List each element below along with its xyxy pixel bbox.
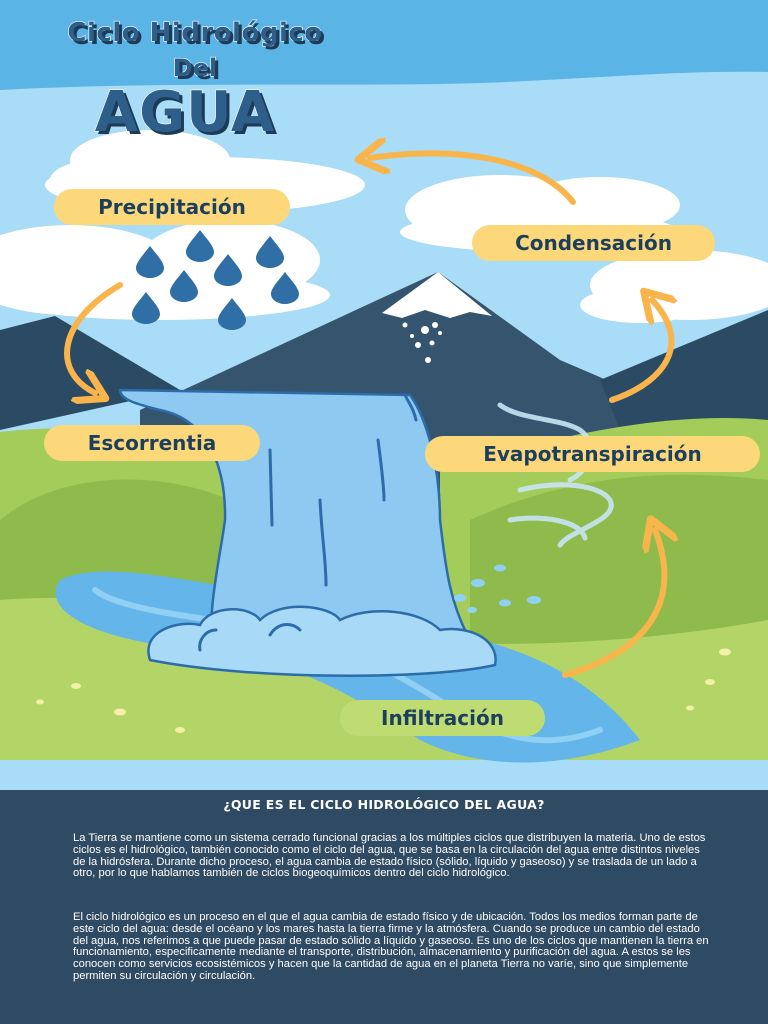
arrow-evapotranspiration-to-condensation: [609, 300, 671, 403]
title-line-2: Del: [172, 53, 218, 82]
cloud-left-lower: [0, 220, 330, 320]
grass-dots: [36, 648, 731, 733]
section-paragraph-2: El ciclo hidrológico es un proceso en el…: [73, 911, 709, 982]
snow-dots: [402, 322, 442, 363]
section-question: ¿QUE ES EL CICLO HIDROLÓGICO DEL AGUA?: [223, 797, 545, 812]
rain-drops: [132, 230, 299, 330]
label-condensation: Condensación: [472, 225, 715, 261]
label-infiltration: Infiltración: [340, 700, 545, 736]
title-line-1: Ciclo Hidrológico: [67, 17, 323, 48]
label-evapotranspiration: Evapotranspiración: [425, 436, 760, 472]
waterfall-splash: [147, 605, 497, 677]
label-runoff: Escorrentia: [44, 425, 260, 461]
arrow-infiltration-to-evapotranspiration: [562, 530, 664, 678]
label-precipitation: Precipitación: [54, 189, 290, 225]
cycle-arrows: [64, 153, 671, 678]
mountain-snowcap: [382, 272, 492, 318]
section-paragraph-1: La Tierra se mantiene como un sistema ce…: [73, 832, 706, 880]
arrow-precipitation-to-runoff: [64, 282, 123, 393]
sky-top-band: [0, 0, 768, 90]
waterfall-lines: [198, 393, 418, 652]
arrow-condensation-to-precipitation: [370, 153, 576, 205]
title-line-3: AGUA: [94, 79, 276, 145]
water-droplets-small: [454, 564, 541, 613]
